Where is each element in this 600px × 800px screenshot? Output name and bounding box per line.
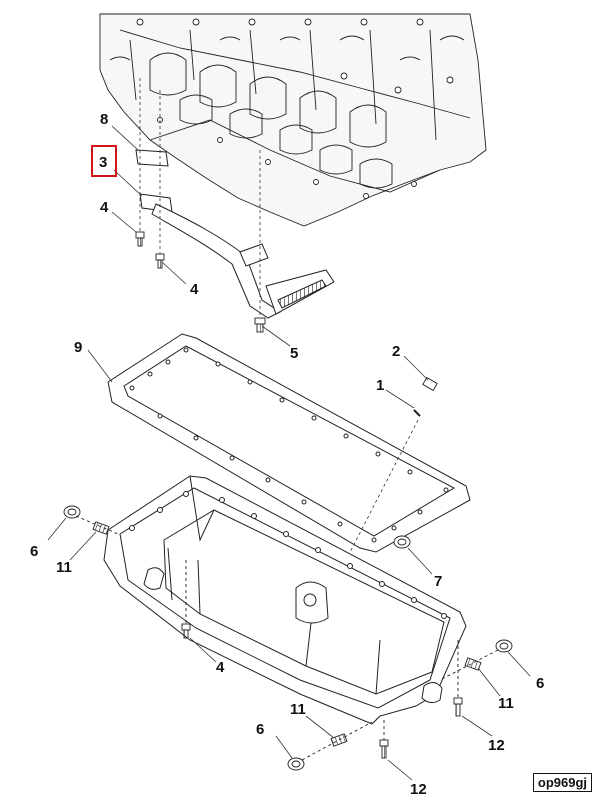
- plug-6-right: [439, 639, 513, 681]
- callout-7: 7: [434, 573, 442, 590]
- stud-right: [453, 640, 463, 717]
- callout-11: 11: [290, 701, 306, 718]
- drain-plug: [345, 376, 438, 561]
- plug-6-bottom: [287, 720, 389, 771]
- callout-11: 11: [56, 559, 72, 576]
- highlight-box: [91, 145, 117, 177]
- oil-pan: [103, 475, 467, 725]
- callout-6: 6: [256, 721, 264, 738]
- callout-1: 1: [376, 377, 384, 394]
- callout-8: 8: [100, 111, 108, 128]
- oil-pickup-tube: [135, 149, 335, 319]
- pan-bolt: [181, 560, 191, 639]
- callout-leaders: [47, 125, 531, 781]
- engine-block: [99, 13, 487, 227]
- callout-12: 12: [410, 781, 427, 798]
- callout-6: 6: [536, 675, 544, 692]
- callout-9: 9: [74, 339, 82, 356]
- callout-6: 6: [30, 543, 38, 560]
- reference-code: op969gj: [532, 773, 592, 792]
- callout-3: 3: [99, 154, 107, 171]
- leader-lines: [139, 78, 261, 318]
- callout-12: 12: [488, 737, 505, 754]
- oil-pan-gasket: [107, 333, 471, 553]
- callout-4: 4: [216, 659, 225, 676]
- callout-4: 4: [100, 199, 109, 216]
- callout-4: 4: [190, 281, 199, 298]
- gasket: [135, 149, 169, 167]
- callout-11: 11: [498, 695, 514, 712]
- callout-5: 5: [290, 345, 298, 362]
- callout-labels: 8 3 4 4 5 9 2 1 6 11 7 4 6 11 12 11 6 12: [30, 111, 544, 798]
- pickup-bolts: [135, 231, 266, 333]
- callout-2: 2: [392, 343, 400, 360]
- plug-6-left: [63, 505, 119, 535]
- plug-7: [393, 535, 411, 549]
